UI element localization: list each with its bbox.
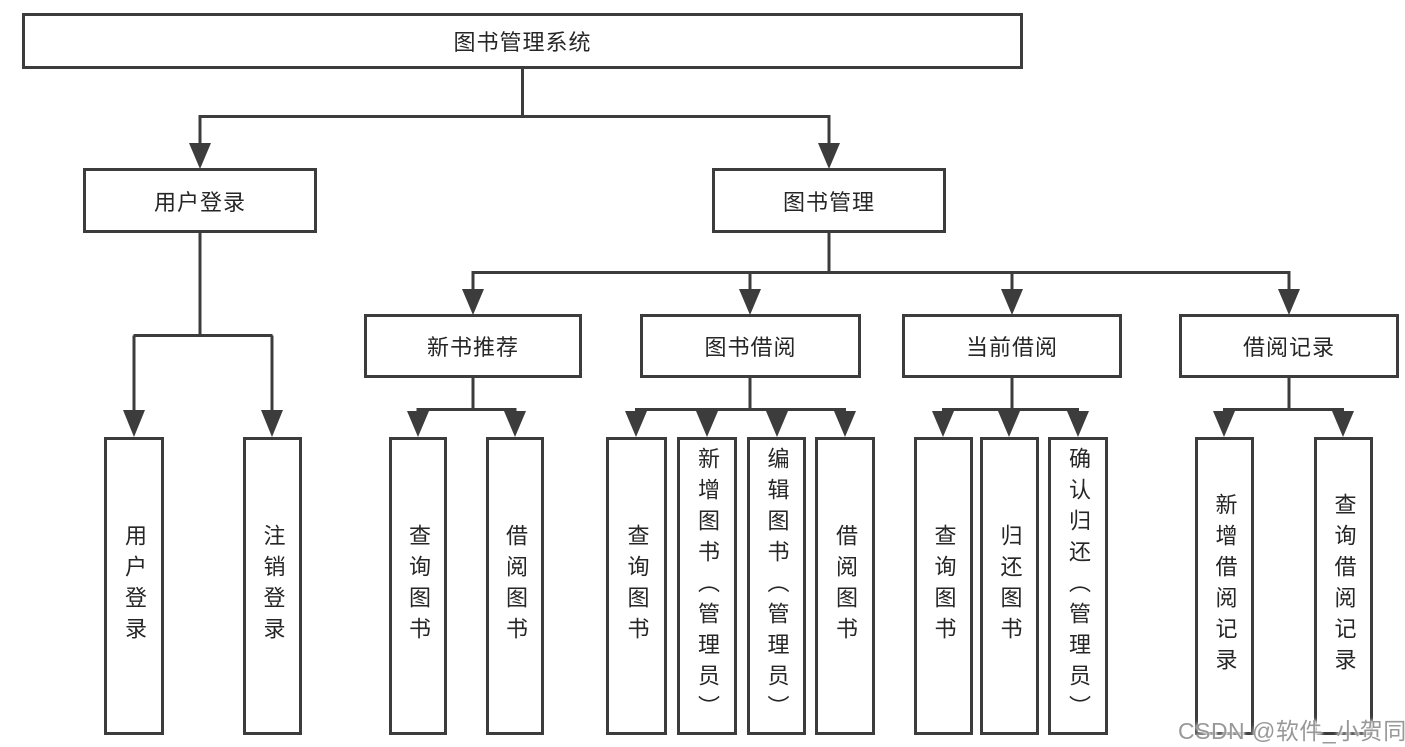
leaf-bb-edit-books: 编辑图书（管理员） [747, 437, 806, 735]
node-current-borrow: 当前借阅 [902, 314, 1122, 378]
node-book-borrow-label: 图书借阅 [704, 335, 797, 360]
leaf-br-add-record: 新增借阅记录 [1195, 437, 1254, 735]
leaf-bb-borrow-books: 借阅图书 [815, 437, 875, 735]
leaf-cb-query-books: 查询图书 [914, 437, 973, 735]
leaf-cb-confirm-return: 确认归还（管理员） [1048, 437, 1108, 735]
leaf-nb-query-books: 查询图书 [389, 437, 447, 735]
leaf-cb-confirm-return-label: 确认归还（管理员） [1066, 446, 1091, 726]
leaf-nb-borrow-books: 借阅图书 [486, 437, 544, 735]
connector-current-borrow-to-leaves [932, 378, 1089, 437]
node-new-books: 新书推荐 [364, 314, 582, 378]
leaf-cb-return-books: 归还图书 [980, 437, 1039, 735]
leaf-cb-return-books-label: 归还图书 [997, 524, 1023, 648]
leaf-user-login: 用户登录 [104, 437, 164, 735]
node-book-mgmt-label: 图书管理 [782, 189, 875, 215]
leaf-br-add-record-label: 新增借阅记录 [1212, 493, 1238, 679]
node-borrow-records: 借阅记录 [1179, 314, 1399, 378]
leaf-bb-borrow-books-label: 借阅图书 [833, 524, 858, 648]
leaf-bb-edit-books-label: 编辑图书（管理员） [764, 446, 790, 726]
connector-root-to-level2 [189, 69, 840, 169]
node-book-mgmt: 图书管理 [712, 168, 946, 233]
node-root: 图书管理系统 [22, 13, 1023, 69]
node-user-login: 用户登录 [83, 168, 317, 233]
node-user-login-label: 用户登录 [153, 189, 246, 215]
leaf-br-query-record-label: 查询借阅记录 [1331, 493, 1357, 679]
node-current-borrow-label: 当前借阅 [965, 335, 1058, 360]
connector-book-borrow-to-leaves [625, 378, 856, 437]
leaf-logout: 注销登录 [243, 437, 302, 735]
leaf-cb-query-books-label: 查询图书 [931, 524, 957, 648]
node-new-books-label: 新书推荐 [426, 335, 519, 360]
leaf-bb-add-books-label: 新增图书（管理员） [695, 446, 720, 726]
watermark: CSDN @软件_小贺同学 [1178, 718, 1405, 744]
node-book-borrow: 图书借阅 [640, 314, 861, 378]
node-root-label: 图书管理系统 [453, 30, 592, 55]
connector-new-books-to-leaves [407, 378, 526, 437]
leaf-bb-query-books: 查询图书 [606, 437, 667, 735]
leaf-bb-query-books-label: 查询图书 [624, 524, 650, 648]
connector-user-login-to-leaves [123, 233, 283, 437]
node-borrow-records-label: 借阅记录 [1242, 335, 1335, 360]
connector-book-mgmt-to-level3 [462, 233, 1300, 315]
connector-borrow-records-to-leaves [1213, 378, 1354, 437]
leaf-nb-borrow-books-label: 借阅图书 [503, 524, 528, 648]
leaf-br-query-record: 查询借阅记录 [1314, 437, 1373, 735]
leaf-user-login-label: 用户登录 [122, 524, 147, 648]
leaf-nb-query-books-label: 查询图书 [406, 524, 431, 648]
leaf-logout-label: 注销登录 [260, 524, 286, 648]
leaf-bb-add-books: 新增图书（管理员） [677, 437, 737, 735]
